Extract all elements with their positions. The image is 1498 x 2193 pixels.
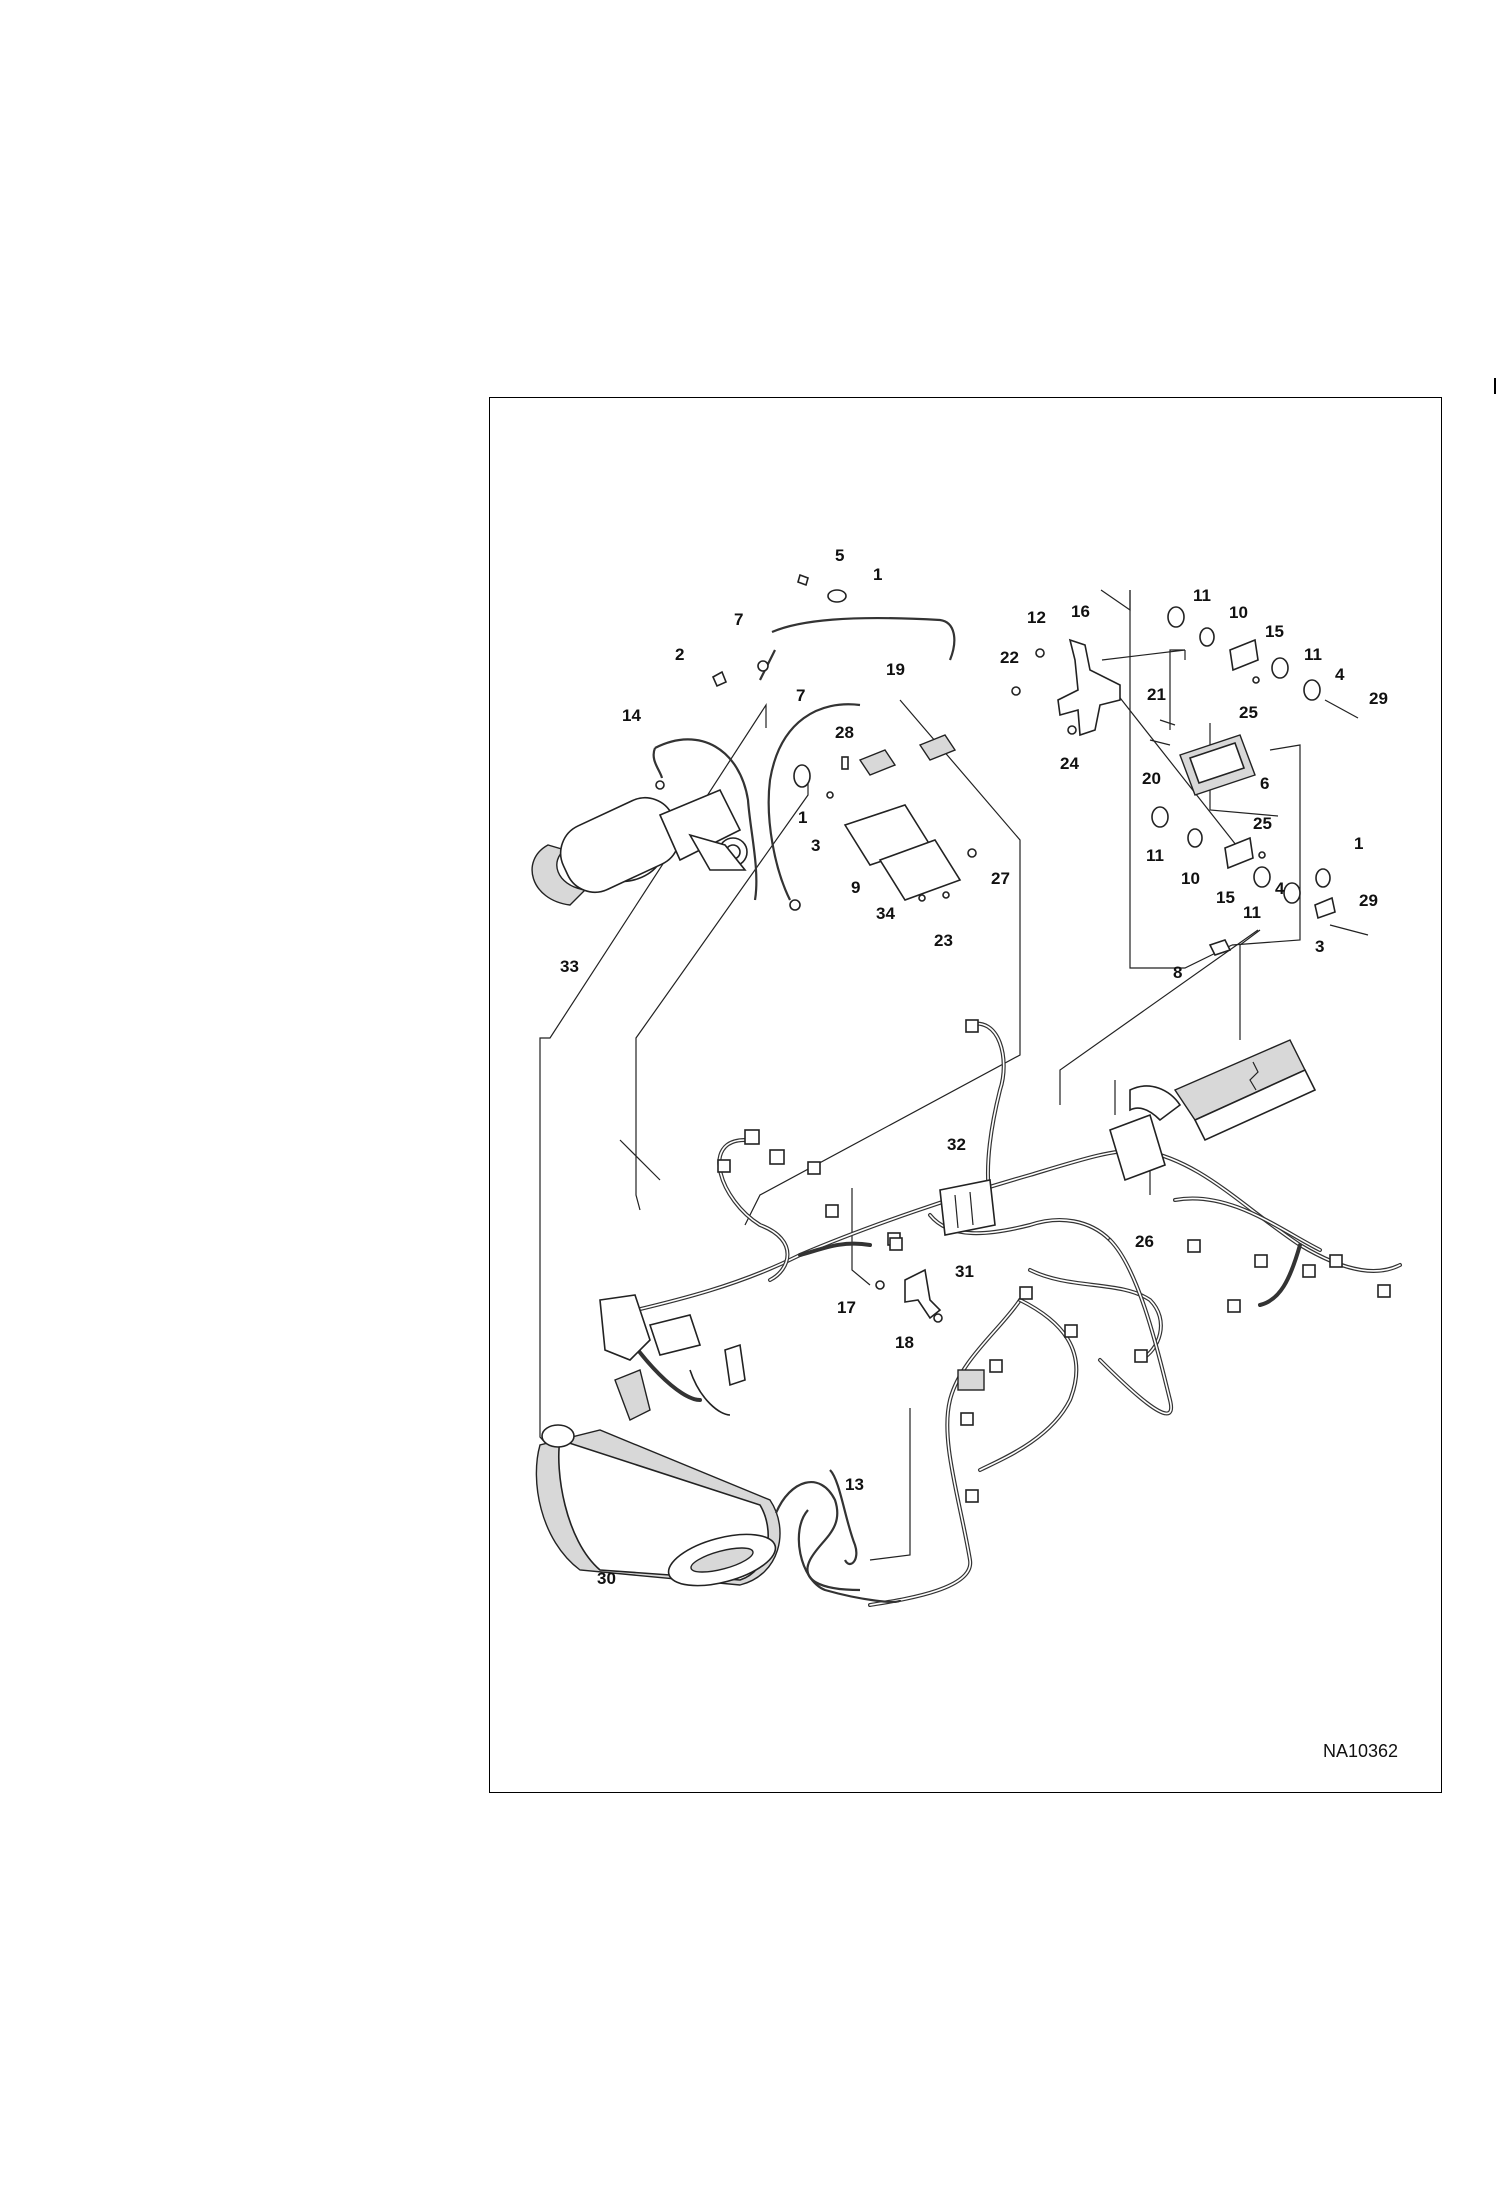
callout-label: 15: [1265, 622, 1284, 641]
callout-label: 16: [1071, 602, 1090, 621]
callout-label: 10: [1229, 603, 1248, 622]
relay-block: [939, 1179, 996, 1236]
callout-labels: 5 1 7 2 19 7 14 28 1 3 9 34 27 23 33 12 …: [560, 546, 1388, 1588]
callout-label: 30: [597, 1569, 616, 1588]
callout-label: 31: [955, 1262, 974, 1281]
callout-label: 19: [886, 660, 905, 679]
callout-label: 24: [1060, 754, 1079, 773]
callout-label: 29: [1369, 689, 1388, 708]
callout-label: 1: [1354, 834, 1363, 853]
callout-label: 18: [895, 1333, 914, 1352]
callout-label: 8: [1173, 963, 1182, 982]
callout-label: 13: [845, 1475, 864, 1494]
harness-connectors: [717, 1019, 1391, 1503]
page-edge-mark: [1494, 378, 1496, 394]
callout-label: 5: [835, 546, 844, 565]
callout-label: 1: [873, 565, 882, 584]
callout-label: 32: [947, 1135, 966, 1154]
sensor-hoses: [652, 616, 956, 911]
callout-label: 11: [1243, 903, 1261, 922]
harness-bracket: [875, 1268, 943, 1323]
callout-label: 1: [798, 808, 807, 827]
diagram-frame: [489, 397, 1442, 1793]
callout-label: 11: [1193, 586, 1211, 605]
callout-label: 10: [1181, 869, 1200, 888]
callout-label: 15: [1216, 888, 1235, 907]
isolator-hardware-lower: [1151, 806, 1369, 956]
figure-reference: NA10362: [1323, 1741, 1398, 1761]
callout-label: 4: [1275, 879, 1285, 898]
callout-label: 7: [796, 686, 805, 705]
callout-label: 28: [835, 723, 854, 742]
callout-label: 23: [934, 931, 953, 950]
callout-label: 11: [1146, 846, 1164, 865]
callout-label: 3: [811, 836, 820, 855]
callout-label: 25: [1239, 703, 1258, 722]
callout-label: 2: [675, 645, 684, 664]
callout-label: 20: [1142, 769, 1161, 788]
main-wiring-harness: [613, 1021, 1402, 1607]
controller-module: [1149, 719, 1256, 796]
harness-left-mount: [599, 1294, 746, 1421]
callout-label: 3: [1315, 937, 1324, 956]
callout-label: 7: [734, 610, 743, 629]
leader-lines: [539, 589, 1301, 1561]
callout-label: 26: [1135, 1232, 1154, 1251]
callout-label: 17: [837, 1298, 856, 1317]
fuse-box: [1109, 1039, 1317, 1182]
callout-label: 12: [1027, 608, 1046, 627]
callout-label: 4: [1335, 665, 1345, 684]
sensor-hose-lower: [774, 1469, 902, 1604]
callout-label: 27: [991, 869, 1010, 888]
muffler-assembly: [535, 1424, 781, 1587]
exhaust-filter-assembly: [531, 788, 748, 906]
callout-label: 29: [1359, 891, 1378, 910]
callout-label: 33: [560, 957, 579, 976]
clamps-fittings: [711, 573, 849, 799]
callout-label: 25: [1253, 814, 1272, 833]
callout-label: 6: [1260, 774, 1269, 793]
callout-label: 34: [876, 904, 895, 923]
callout-label: 11: [1304, 645, 1322, 664]
isolator-hardware-upper: [1167, 606, 1359, 719]
callout-label: 9: [851, 878, 860, 897]
sensor-modules: [843, 734, 977, 902]
mounting-bracket: [1011, 638, 1121, 737]
callout-label: 22: [1000, 648, 1019, 667]
callout-label: 21: [1147, 685, 1166, 704]
callout-label: 14: [622, 706, 641, 725]
